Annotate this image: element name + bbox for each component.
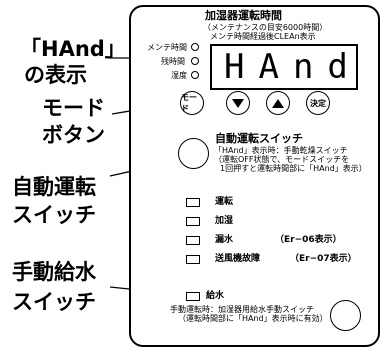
- lamp-fan-failure-label: 送風機故障: [215, 254, 261, 264]
- down-button[interactable]: [226, 91, 250, 115]
- auto-switch-title: 自動運転スイッチ: [215, 132, 303, 145]
- auto-switch-button[interactable]: [178, 138, 209, 169]
- lamp-humidify-label: 加湿: [215, 216, 234, 226]
- indicator-maint-label: メンテ時間: [147, 43, 187, 52]
- panel-title: 加湿器運転時間: [205, 9, 282, 22]
- lamp-fan-failure: [186, 255, 200, 264]
- lamp-water-leak-label: 漏水: [215, 235, 234, 245]
- lamp-water-leak: [186, 236, 200, 245]
- lamp-running: [186, 198, 200, 207]
- callout-mode-line1: モード: [42, 96, 105, 120]
- mode-button-label: モード: [181, 93, 197, 113]
- segment-display: [210, 44, 358, 90]
- lamp-water-leak-note: （Er−06表示）: [275, 235, 342, 245]
- segment-display-text: HAnd: [224, 47, 362, 87]
- mode-button[interactable]: モード: [180, 91, 204, 115]
- callout-hand-line2: の表示: [24, 63, 87, 87]
- indicator-remaining-label: 残時間: [161, 57, 185, 66]
- confirm-button[interactable]: 決定: [306, 91, 330, 115]
- auto-switch-desc-1: 「HAnd」表示時：手動乾燥スイッチ: [214, 146, 348, 155]
- manual-supply-button[interactable]: [330, 300, 361, 331]
- callout-auto-line1: 自動運転: [12, 175, 96, 199]
- callout-manual-line1: 手動給水: [12, 260, 96, 284]
- callout-auto-line2: スイッチ: [12, 203, 96, 227]
- up-button[interactable]: [266, 91, 290, 115]
- indicator-humidity-label: 湿度: [171, 71, 187, 80]
- lamp-running-label: 運転: [215, 197, 234, 207]
- callout-mode-line2: ボタン: [42, 123, 105, 147]
- indicator-remaining-led: [191, 57, 199, 65]
- lamp-humidify: [186, 217, 200, 226]
- supply-desc-2: （運転時間部に「HAnd」表示時に有効）: [178, 314, 328, 323]
- auto-switch-desc-3: 1回押すと運転時間部に「HAnd」表示）: [220, 164, 367, 173]
- confirm-button-label: 決定: [310, 98, 326, 108]
- lamp-fan-failure-note: （Er−07表示）: [290, 254, 357, 264]
- auto-switch-desc-2: （運転OFF状態で、モードスイッチを: [214, 155, 350, 164]
- arrow-down-icon: [232, 98, 244, 108]
- callout-hand-line1: 「HAnd」: [20, 37, 126, 61]
- callout-manual-line2: スイッチ: [12, 290, 96, 314]
- arrow-up-icon: [272, 98, 284, 108]
- panel-subtitle-2: メンテ時間経過後CLEAn表示: [210, 32, 316, 41]
- indicator-humidity-led: [191, 71, 199, 79]
- panel-subtitle-1: （メンテナンスの目安6000時間）: [203, 23, 328, 32]
- lamp-water-supply: [186, 292, 200, 301]
- supply-desc-1: 手動運転時：加湿器用給水手動スイッチ: [170, 305, 314, 314]
- indicator-maint-led: [191, 43, 199, 51]
- lamp-water-supply-label: 給水: [206, 291, 225, 301]
